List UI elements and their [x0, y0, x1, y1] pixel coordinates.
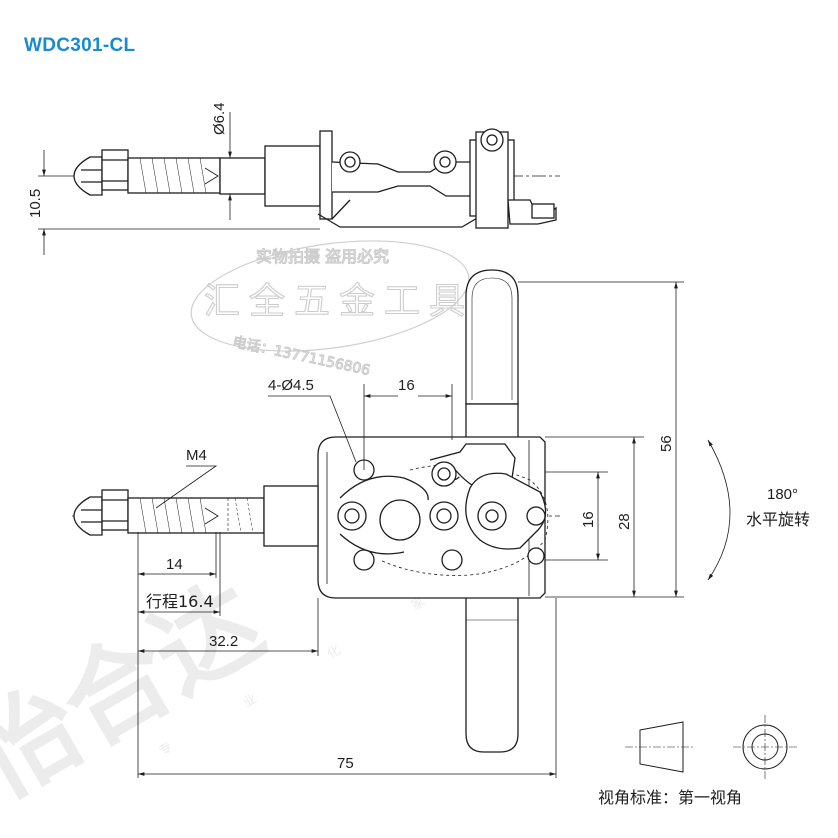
- watermark-line2: 汇全五金工具: [204, 281, 474, 322]
- watermark-corner-big: 怡合达: [0, 560, 283, 822]
- dim-thread-dia: Ø6.4: [211, 102, 228, 135]
- watermark-line1: 实物拍摄 盗用必究: [256, 247, 389, 266]
- projection-symbol: [625, 715, 797, 779]
- projection-label: 视角标准：第一视角: [598, 788, 742, 807]
- side-view: [72, 128, 560, 229]
- rotation-angle: 180°: [767, 486, 798, 503]
- rotation-label: 水平旋转: [746, 510, 810, 529]
- dim-16-vertical: 16: [580, 511, 597, 528]
- dim-stroke: 行程16.4: [146, 592, 214, 611]
- side-view-dimensions: [38, 112, 320, 255]
- dim-56: 56: [658, 435, 675, 452]
- watermark-line3: 电话：13771156806: [231, 334, 371, 379]
- dim-thread: M4: [186, 447, 207, 464]
- drawing-title: WDC301-CL: [24, 35, 136, 56]
- dim-75: 75: [337, 755, 354, 772]
- dim-hole-spacing: 16: [398, 377, 415, 394]
- front-view: [72, 269, 560, 753]
- dim-32: 32.2: [209, 633, 238, 650]
- front-view-dimensions: [137, 281, 731, 778]
- dim-28: 28: [616, 513, 633, 530]
- dim-14: 14: [166, 556, 183, 573]
- dim-side-height: 10.5: [27, 189, 44, 218]
- dim-holes: 4-Ø4.5: [268, 377, 314, 394]
